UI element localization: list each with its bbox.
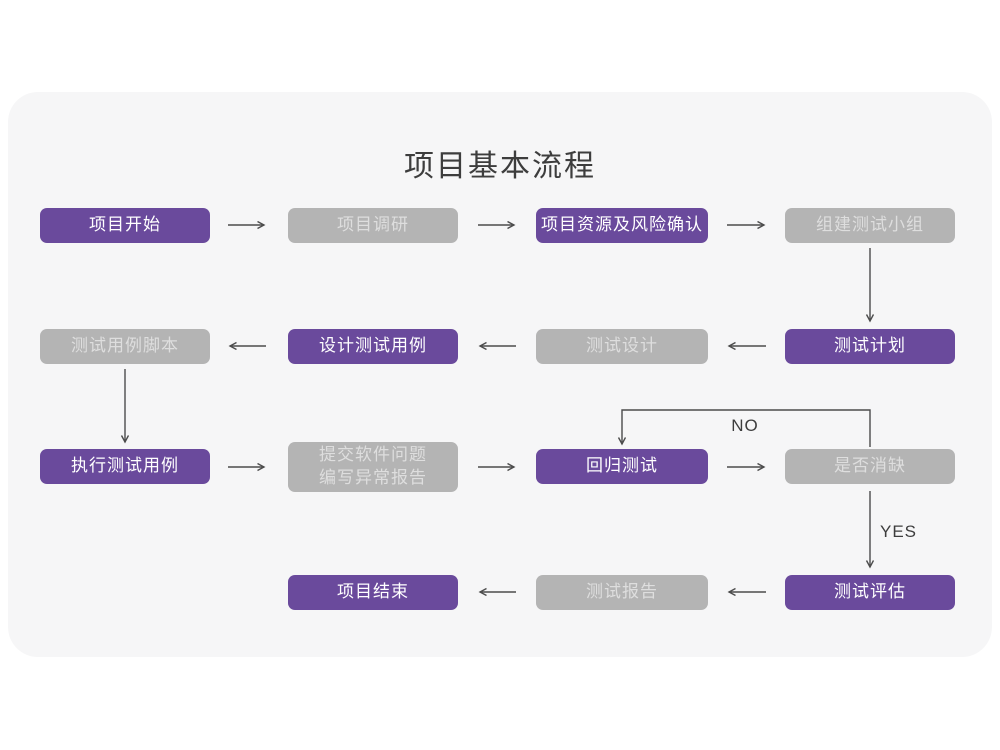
- node-execute-test-case: 执行测试用例: [40, 449, 210, 484]
- node-test-evaluation: 测试评估: [785, 575, 955, 610]
- edge-label-yes: YES: [880, 522, 918, 541]
- node-test-design: 测试设计: [536, 329, 708, 364]
- node-regression-test: 回归测试: [536, 449, 708, 484]
- node-test-report: 测试报告: [536, 575, 708, 610]
- node-design-test-case: 设计测试用例: [288, 329, 458, 364]
- node-submit-issues-report: 提交软件问题 编写异常报告: [288, 442, 458, 492]
- node-form-test-team: 组建测试小组: [785, 208, 955, 243]
- node-project-end: 项目结束: [288, 575, 458, 610]
- node-project-start: 项目开始: [40, 208, 210, 243]
- flowchart-title: 项目基本流程: [404, 150, 596, 183]
- node-resources-risk-confirm: 项目资源及风险确认: [536, 208, 708, 243]
- flowchart-card-background: [8, 92, 992, 657]
- node-defect-cleared-decision: 是否消缺: [785, 449, 955, 484]
- edge-label-no: NO: [731, 416, 759, 435]
- node-project-research: 项目调研: [288, 208, 458, 243]
- node-test-plan: 测试计划: [785, 329, 955, 364]
- node-test-case-script: 测试用例脚本: [40, 329, 210, 364]
